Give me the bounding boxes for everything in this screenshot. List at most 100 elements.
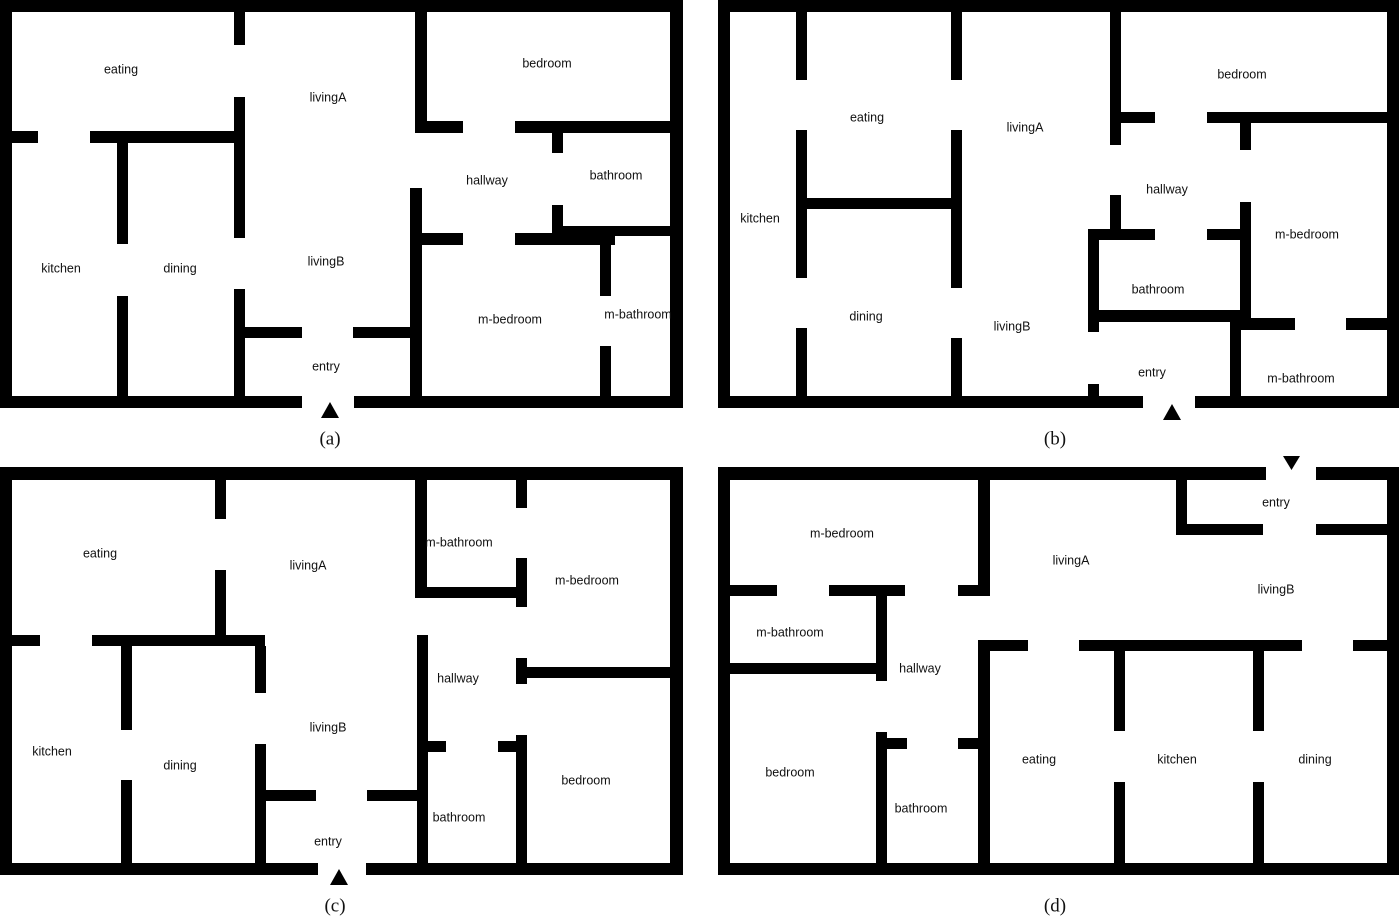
room-label-eating: eating bbox=[850, 110, 884, 124]
wall bbox=[234, 289, 245, 396]
wall bbox=[498, 741, 527, 752]
room-label-m-bathroom: m-bathroom bbox=[756, 625, 823, 639]
wall bbox=[978, 640, 990, 863]
wall bbox=[215, 570, 226, 640]
floor-plan-d: m-bedroom livingA entry livingB m-bathro… bbox=[756, 456, 1332, 916]
wall bbox=[428, 741, 446, 752]
wall bbox=[796, 12, 807, 80]
wall bbox=[1253, 651, 1264, 731]
room-label-m-bedroom: m-bedroom bbox=[810, 526, 874, 540]
room-label-bedroom: bedroom bbox=[522, 56, 571, 70]
room-label-m-bedroom: m-bedroom bbox=[478, 312, 542, 326]
wall bbox=[552, 133, 563, 153]
wall bbox=[1240, 123, 1251, 150]
wall bbox=[600, 236, 611, 296]
wall bbox=[516, 480, 527, 508]
wall bbox=[0, 863, 318, 875]
room-label-livingB: livingB bbox=[1258, 582, 1295, 596]
wall bbox=[117, 143, 128, 244]
wall bbox=[234, 97, 245, 238]
wall bbox=[0, 0, 12, 408]
wall bbox=[12, 635, 40, 646]
wall bbox=[718, 863, 1399, 875]
room-label-kitchen: kitchen bbox=[740, 211, 780, 225]
room-label-m-bathroom: m-bathroom bbox=[604, 307, 671, 321]
wall bbox=[516, 667, 670, 678]
room-label-bedroom: bedroom bbox=[1217, 67, 1266, 81]
wall bbox=[958, 738, 990, 749]
room-label-entry: entry bbox=[1262, 495, 1291, 509]
room-label-kitchen: kitchen bbox=[1157, 752, 1197, 766]
room-label-bathroom: bathroom bbox=[1132, 282, 1185, 296]
wall bbox=[670, 0, 683, 408]
wall bbox=[1207, 112, 1387, 123]
floor-plan-c: eating livingA m-bathroom m-bedroom hall… bbox=[32, 535, 619, 916]
wall bbox=[958, 585, 990, 596]
wall bbox=[978, 640, 1028, 651]
wall bbox=[730, 585, 777, 596]
wall bbox=[1088, 229, 1155, 240]
wall bbox=[978, 480, 990, 596]
wall bbox=[353, 327, 420, 338]
wall bbox=[718, 467, 730, 875]
wall bbox=[1079, 640, 1302, 651]
wall bbox=[266, 790, 316, 801]
room-label-hallway: hallway bbox=[899, 661, 941, 675]
room-label-livingB: livingB bbox=[310, 720, 347, 734]
wall bbox=[718, 0, 730, 408]
room-label-bathroom: bathroom bbox=[590, 168, 643, 182]
wall bbox=[563, 226, 670, 236]
wall bbox=[829, 585, 905, 596]
wall bbox=[516, 735, 527, 863]
room-label-dining: dining bbox=[163, 758, 196, 772]
wall bbox=[366, 863, 683, 875]
room-label-entry: entry bbox=[312, 359, 341, 373]
room-label-m-bedroom: m-bedroom bbox=[1275, 227, 1339, 241]
wall bbox=[951, 12, 962, 80]
wall bbox=[670, 467, 683, 875]
room-label-hallway: hallway bbox=[437, 671, 479, 685]
entry-triangle-icon bbox=[1163, 404, 1181, 420]
room-label-livingB: livingB bbox=[994, 319, 1031, 333]
entry-triangle-icon bbox=[1283, 456, 1300, 470]
wall bbox=[718, 396, 1143, 408]
wall bbox=[1114, 651, 1125, 731]
wall bbox=[796, 328, 807, 396]
wall bbox=[1176, 480, 1187, 535]
wall bbox=[1316, 524, 1387, 535]
wall bbox=[1176, 524, 1263, 535]
wall bbox=[1316, 467, 1399, 480]
wall bbox=[951, 338, 962, 396]
wall bbox=[796, 130, 807, 278]
wall bbox=[1346, 318, 1387, 330]
room-label-kitchen: kitchen bbox=[32, 744, 72, 758]
room-label-dining: dining bbox=[849, 309, 882, 323]
caption-c: (c) bbox=[324, 895, 345, 916]
wall bbox=[1114, 782, 1125, 863]
wall bbox=[887, 738, 907, 749]
wall bbox=[718, 467, 1266, 480]
wall bbox=[718, 0, 1399, 12]
room-label-dining: dining bbox=[1298, 752, 1331, 766]
room-label-livingB: livingB bbox=[308, 254, 345, 268]
wall bbox=[121, 780, 132, 863]
wall bbox=[1253, 782, 1264, 863]
wall bbox=[255, 646, 266, 693]
wall bbox=[516, 658, 527, 684]
caption-d: (d) bbox=[1044, 895, 1066, 916]
floor-plan-b: eating livingA bedroom hallway kitchen m… bbox=[740, 67, 1339, 449]
floor-plan-a: eating livingA bedroom hallway bathroom … bbox=[41, 56, 672, 449]
wall bbox=[1353, 640, 1387, 651]
wall bbox=[92, 635, 265, 646]
room-label-livingA: livingA bbox=[1053, 553, 1090, 567]
room-label-eating: eating bbox=[83, 546, 117, 560]
wall bbox=[1088, 229, 1099, 332]
wall bbox=[1110, 112, 1155, 123]
entry-triangle-icon bbox=[321, 402, 339, 418]
room-label-bathroom: bathroom bbox=[895, 801, 948, 815]
caption-b: (b) bbox=[1044, 428, 1066, 449]
wall bbox=[0, 467, 12, 875]
wall bbox=[415, 587, 527, 598]
wall bbox=[1088, 384, 1099, 396]
